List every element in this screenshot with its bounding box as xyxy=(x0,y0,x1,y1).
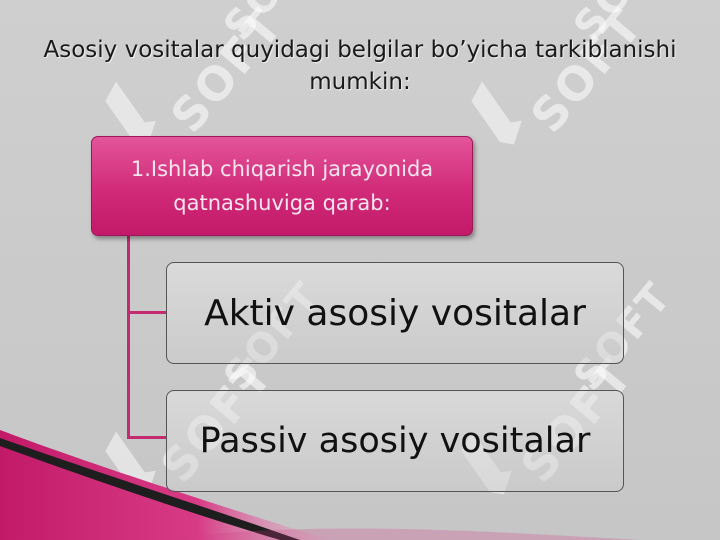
tree-connector-branch-2 xyxy=(127,436,167,439)
watermark-logo-icon xyxy=(105,431,156,495)
diagram-child-label: Aktiv asosiy vositalar xyxy=(204,292,586,334)
diagram-child-label: Passiv asosiy vositalar xyxy=(199,421,591,461)
diagram-root-label: 1.Ishlab chiqarish jarayonida qatnashuvi… xyxy=(130,157,434,215)
slide-title: Asosiy vositalar quyidagi belgilar bo’yi… xyxy=(43,37,677,95)
diagram-child-node-passiv[interactable]: Passiv asosiy vositalar xyxy=(166,390,624,492)
tree-connector-vertical xyxy=(127,236,130,438)
diagram-root-node[interactable]: 1.Ishlab chiqarish jarayonida qatnashuvi… xyxy=(91,136,473,236)
decorative-swoosh xyxy=(0,430,640,540)
tree-connector-branch-1 xyxy=(127,311,167,314)
diagram-child-node-aktiv[interactable]: Aktiv asosiy vositalar xyxy=(166,262,624,364)
watermark-logo-icon xyxy=(105,81,156,145)
watermark-logo-icon xyxy=(471,81,522,145)
